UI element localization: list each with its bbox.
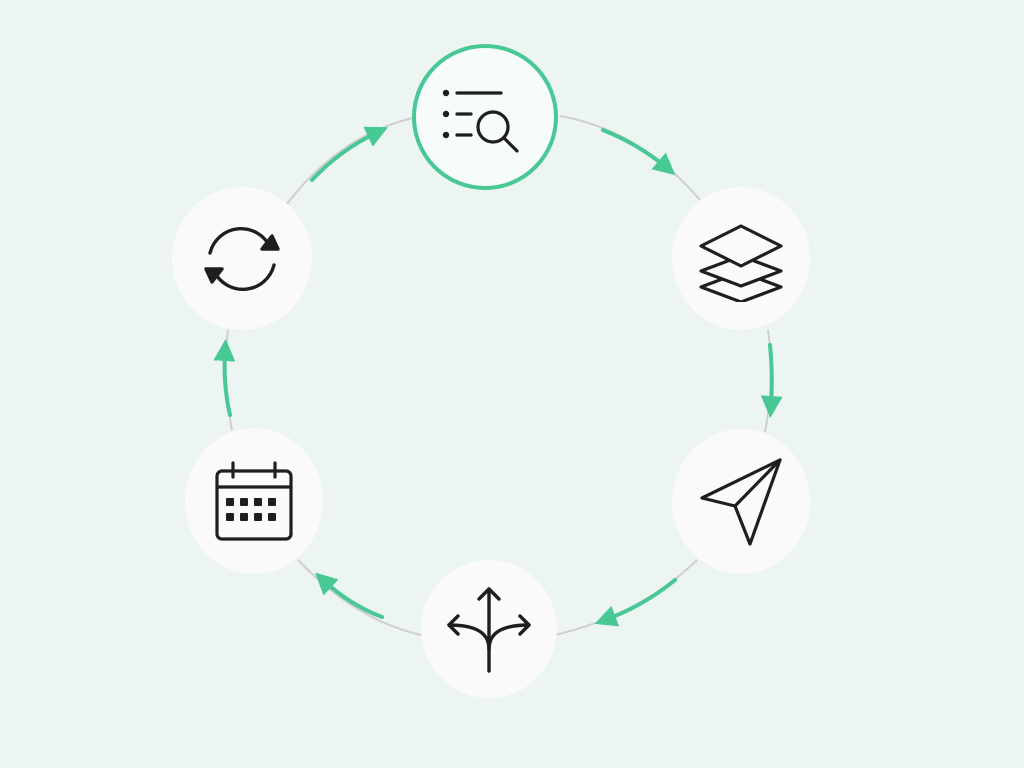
flow-arrow-discover-layers [601, 128, 676, 176]
calendar-icon [215, 461, 293, 541]
refresh-icon [204, 226, 280, 291]
node-schedule[interactable] [185, 428, 323, 574]
node-branch[interactable] [421, 560, 557, 698]
connector-branch-schedule [297, 559, 422, 636]
connector-iterate-discover [286, 117, 414, 205]
flow-arrow-iterate-discover [310, 126, 388, 182]
flow-arrow-schedule-iterate [213, 339, 236, 417]
node-discover[interactable] [412, 44, 558, 190]
list-search-icon [442, 89, 519, 153]
split-arrows-icon [447, 587, 531, 673]
connector-discover-layers [559, 115, 701, 201]
paper-plane-icon [700, 457, 782, 546]
connector-send-branch [554, 559, 698, 636]
node-iterate[interactable] [172, 187, 312, 330]
node-send[interactable] [672, 429, 810, 574]
flow-arrow-layers-send [760, 343, 783, 418]
node-layers[interactable] [672, 187, 810, 330]
layers-icon [699, 223, 783, 302]
flow-arrow-send-branch [594, 578, 677, 627]
flow-arrow-branch-schedule [314, 572, 384, 619]
